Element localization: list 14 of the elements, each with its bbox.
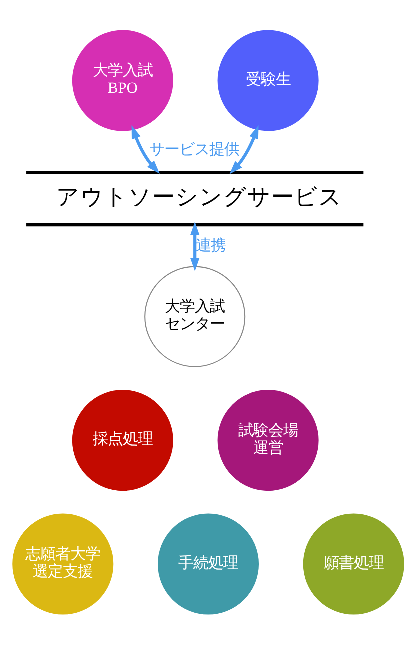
arrow [190, 222, 200, 272]
node-circle: 手続処理 [157, 514, 259, 615]
node-circle: 試験会場運営 [217, 390, 318, 492]
node-circle: 願書処理 [302, 514, 404, 615]
node-circle: 大学入試BPO [72, 30, 173, 132]
node-circle: 受験生 [217, 30, 318, 132]
node-text: アウトソーシングサービス [56, 184, 342, 210]
node-circle: 志願者大学選定支援 [12, 514, 114, 615]
node-circle: 大学入試センター [144, 266, 246, 368]
edge-label: 連携 [196, 237, 226, 254]
arrow [131, 126, 160, 174]
arrow [229, 126, 258, 174]
edge-label: サービス提供 [149, 141, 240, 158]
node-circle: 採点処理 [72, 390, 173, 492]
